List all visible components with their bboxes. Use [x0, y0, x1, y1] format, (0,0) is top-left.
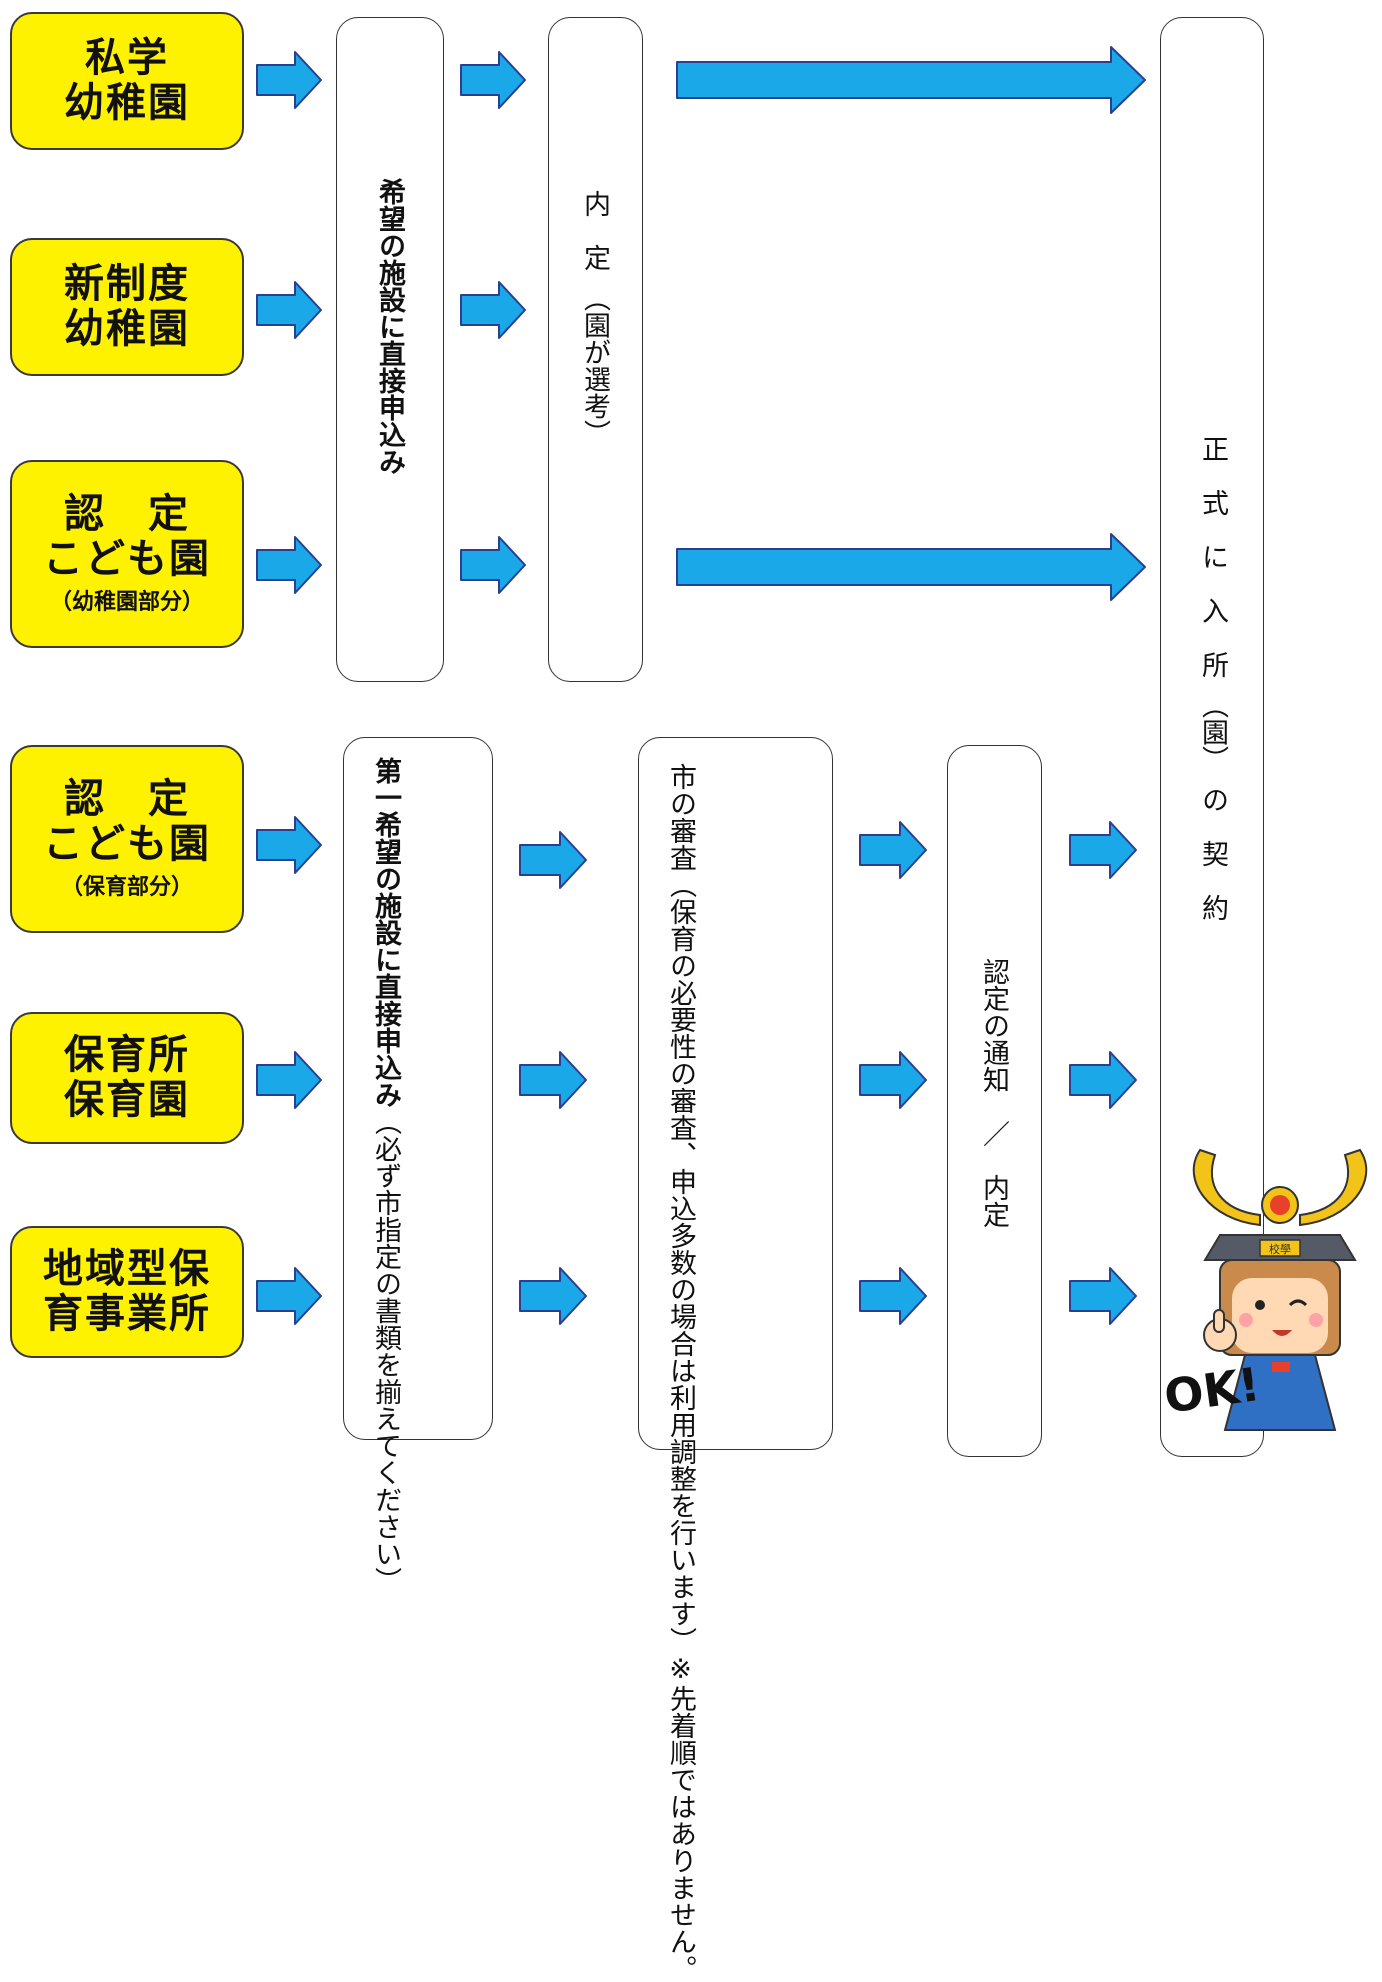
flow-arrow — [859, 1051, 927, 1109]
source-label-line1: 新制度 — [64, 261, 190, 308]
flow-arrow — [256, 51, 322, 109]
source-label-line1: 認 定 — [64, 775, 190, 822]
flow-arrow — [859, 1267, 927, 1325]
flow-arrow — [256, 1051, 322, 1109]
source-label-line1: 私学 — [85, 35, 169, 82]
source-community-nursery: 地域型保 育事業所 — [10, 1226, 244, 1358]
review-title: 市の審査 — [665, 763, 696, 871]
source-certified-kindergarten-part: 認 定 こども園 （幼稚園部分） — [10, 460, 244, 648]
source-label-line2: 育事業所 — [43, 1291, 211, 1337]
flow-arrow — [859, 821, 927, 879]
flow-arrow — [519, 1267, 587, 1325]
source-label-line2: 幼稚園 — [64, 80, 190, 126]
source-label-line2: 保育園 — [64, 1077, 190, 1123]
source-private-kindergarten: 私学 幼稚園 — [10, 12, 244, 150]
flow-arrow — [519, 831, 587, 889]
mascot-illustration: 校學 OK! — [1161, 1148, 1368, 1431]
flow-arrow — [460, 281, 526, 339]
flow-arrow — [256, 536, 322, 594]
source-label-line2: こども園 — [43, 820, 211, 867]
apply-title-lower: 第一希望の施設に直接申込み — [370, 757, 401, 1108]
flow-arrow — [460, 536, 526, 594]
flow-arrow — [460, 51, 526, 109]
mascot-speech: OK! — [1161, 1357, 1263, 1424]
flow-arrow — [1069, 821, 1137, 879]
notice-text: 認定の通知 ／ 内定 — [978, 958, 1009, 1228]
offer-text-upper: 内 定 （園が選考） — [579, 190, 610, 447]
source-label-line1: 地域型保 — [43, 1246, 211, 1293]
flow-arrow — [256, 281, 322, 339]
offer-box-upper — [548, 17, 643, 682]
source-sublabel: （幼稚園部分） — [49, 590, 204, 616]
source-label-line2: 幼稚園 — [64, 306, 190, 352]
flow-arrows — [256, 46, 1146, 1325]
source-new-system-kindergarten: 新制度 幼稚園 — [10, 238, 244, 376]
source-label-line1: 認 定 — [64, 490, 190, 537]
source-sublabel: （保育部分） — [60, 875, 193, 901]
flow-arrow-long — [676, 533, 1146, 601]
flow-arrow — [256, 816, 322, 874]
flow-arrow-long — [676, 46, 1146, 114]
review-detail-2: 調整を行います）※先着順ではありません。 — [665, 1438, 696, 1982]
flow-arrow — [1069, 1051, 1137, 1109]
apply-box-lower — [343, 737, 493, 1440]
source-certified-nursery-part: 認 定 こども園 （保育部分） — [10, 745, 244, 933]
source-label-line2: こども園 — [43, 535, 211, 582]
mascot-hat-label: 校學 — [1269, 1242, 1291, 1256]
flow-arrow — [256, 1267, 322, 1325]
apply-box-upper — [336, 17, 444, 682]
source-nursery: 保育所 保育園 — [10, 1012, 244, 1144]
review-detail: （保育の必要性の審査、申込多数の場合は利用 — [665, 871, 696, 1438]
flow-arrow — [519, 1051, 587, 1109]
notice-box — [947, 745, 1042, 1457]
review-box — [638, 737, 833, 1450]
apply-text-upper: 希望の施設に直接申込み — [374, 178, 405, 475]
source-label-line1: 保育所 — [64, 1032, 190, 1079]
flow-arrow — [1069, 1267, 1137, 1325]
contract-text: 正 式 に 入 所 （園） の 契 約 — [1197, 435, 1228, 921]
